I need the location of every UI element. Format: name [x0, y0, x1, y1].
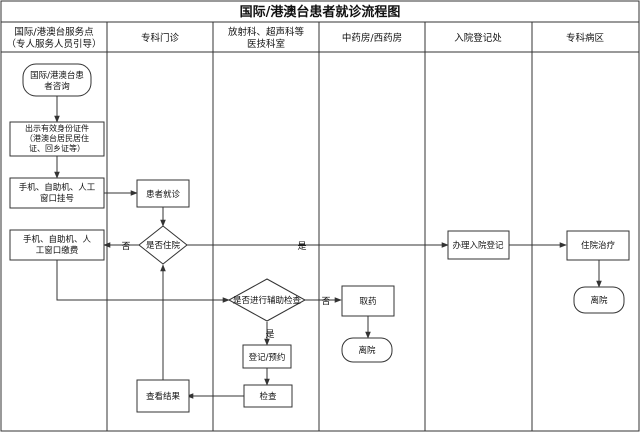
node-see-doctor-label: 患者就诊 [146, 189, 181, 200]
node-view-result [136, 379, 190, 413]
node-hospitalize-decision-label: 是否住院 [146, 240, 181, 251]
lane-header-specialist-clinic: 专科门诊 [141, 32, 180, 44]
node-hospitalize-decision [138, 225, 188, 265]
node-pay [9, 229, 105, 261]
edge-pay-to-aux-check [56, 260, 230, 303]
edge-label-no-aux-check: 否 [321, 296, 330, 307]
node-leave-ward-label: 离院 [590, 295, 608, 306]
node-admission [447, 230, 510, 260]
node-consult [22, 63, 92, 97]
lane-header-pharmacy: 中药房/西药房 [342, 32, 402, 44]
lane-header-service-point: 国际/港澳台服务点（专人服务人员引导） [6, 26, 101, 50]
node-aux-check-decision-label: 是否进行辅助检查 [233, 295, 302, 306]
node-get-medicine-label: 取药 [359, 296, 376, 307]
node-book [242, 344, 292, 369]
node-get-medicine [341, 285, 395, 317]
edge-label-yes-hospitalize: 是 [297, 241, 306, 252]
node-leave-pharmacy [341, 337, 393, 363]
node-see-doctor [136, 179, 190, 208]
node-admission-label: 办理入院登记 [452, 240, 504, 251]
node-exam [243, 384, 293, 408]
diagram-title: 国际/港澳台患者就诊流程图 [240, 4, 401, 20]
edge-label-yes-aux-check: 是 [265, 329, 274, 340]
edge-label-no-hospitalize: 否 [121, 241, 130, 252]
node-register [9, 177, 105, 209]
node-exam-label: 检查 [259, 391, 277, 402]
lane-header-ward: 专科病区 [566, 32, 605, 44]
node-pay-label: 手机、自助机、人工窗口缴费 [23, 234, 92, 256]
node-inpatient [566, 230, 630, 261]
node-inpatient-label: 住院治疗 [581, 240, 616, 251]
node-show-id [9, 121, 105, 157]
node-show-id-label: 出示有效身份证件（港澳台居民居住证、回乡证等） [25, 123, 89, 153]
node-book-label: 登记/预约 [249, 352, 286, 363]
node-aux-check-decision [227, 278, 307, 322]
node-register-label: 手机、自助机、人工窗口挂号 [19, 182, 96, 204]
lane-header-admission: 入院登记处 [454, 32, 502, 44]
lane-header-medical-tech: 放射科、超声科等医技科室 [228, 26, 305, 50]
node-consult-label: 国际/港澳台患者咨询 [30, 70, 84, 92]
node-leave-ward [573, 286, 625, 314]
node-leave-pharmacy-label: 离院 [358, 345, 376, 356]
node-view-result-label: 查看结果 [146, 391, 181, 402]
